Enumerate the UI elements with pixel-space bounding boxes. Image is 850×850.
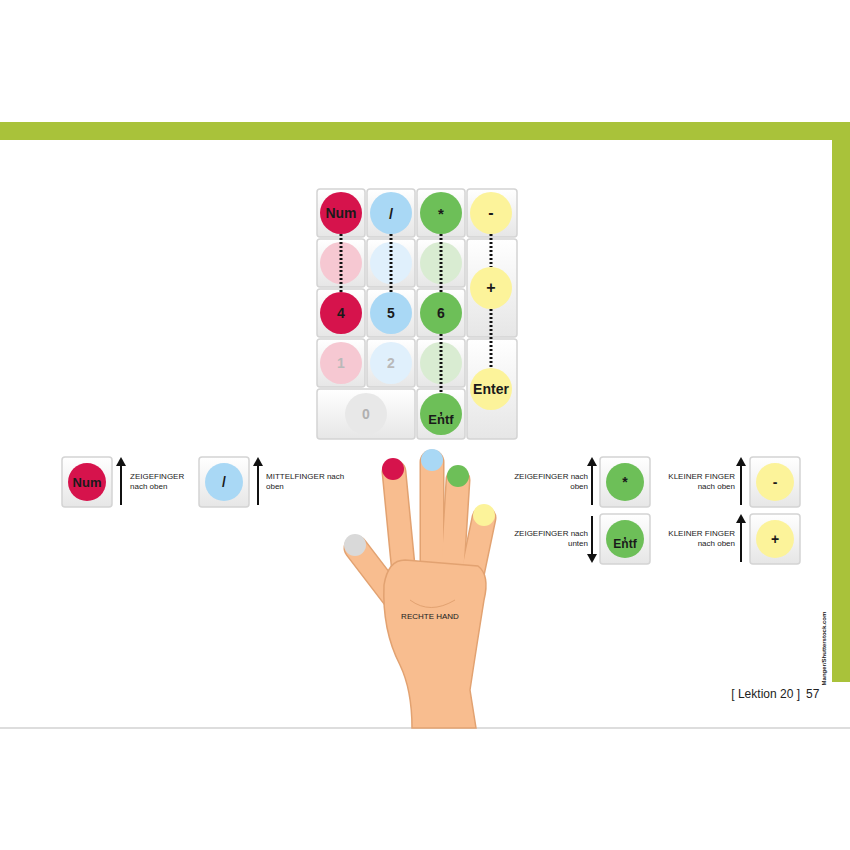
keypad-grid	[317, 189, 517, 439]
finger-caption: RECHTE HAND	[395, 612, 465, 622]
key-label: Enter	[473, 382, 509, 396]
finger-caption: ZEIGEFINGER nach unten	[510, 529, 588, 548]
top-bar	[0, 122, 850, 140]
dotted-connector	[390, 234, 393, 292]
key-circle: *	[606, 463, 644, 501]
key-label: 1	[337, 356, 345, 370]
right-hand	[344, 449, 495, 728]
key-label: -	[488, 205, 493, 221]
dotted-connector	[440, 334, 443, 393]
dotted-connector	[340, 234, 343, 292]
key-label: +	[486, 280, 495, 296]
key-circle: 5	[370, 292, 412, 334]
key-circle: -	[756, 463, 794, 501]
finger-caption: KLEINER FINGER nach oben	[660, 472, 735, 491]
key-label: Entf	[428, 413, 453, 426]
key-label: *	[438, 206, 444, 221]
key-circle: ,Entf	[420, 393, 462, 435]
key-label: Num	[325, 206, 356, 220]
key-circle: Enter	[470, 368, 512, 410]
dotted-connector	[490, 309, 493, 368]
key-circle: Num	[320, 192, 362, 234]
key-circle: 2	[370, 342, 412, 384]
page-footer: 57	[806, 687, 834, 701]
key-label: 4	[337, 306, 345, 320]
finger-caption: ZEIGEFINGER nach oben	[130, 472, 200, 491]
key-label: Entf	[613, 538, 636, 550]
key-circle: /	[205, 463, 243, 501]
key-label: -	[773, 475, 778, 489]
key-circle: +	[470, 267, 512, 309]
key-circle: /	[370, 192, 412, 234]
key-label: /	[389, 206, 393, 221]
finger-caption: ZEIGEFINGER nach oben	[510, 472, 588, 491]
key-label: +	[771, 532, 779, 546]
dotted-connector	[490, 234, 493, 267]
finger-caption: KLEINER FINGER nach oben	[660, 529, 735, 548]
key-label: *	[622, 475, 627, 489]
key-circle: -	[470, 192, 512, 234]
key-label: 0	[362, 407, 370, 421]
key-circle: 6	[420, 292, 462, 334]
key-label: 5	[387, 306, 395, 320]
finger-caption: MITTELFINGER nach oben	[266, 472, 346, 491]
key-label: /	[222, 475, 226, 489]
watermark: Manger/Shutterstock.com	[821, 594, 828, 704]
key-circle: +	[756, 520, 794, 558]
key-circle: ,Entf	[606, 520, 644, 558]
key-label: 6	[437, 306, 445, 320]
key-label: 2	[387, 356, 395, 370]
dotted-connector	[440, 234, 443, 292]
key-circle: 4	[320, 292, 362, 334]
key-circle: *	[420, 192, 462, 234]
key-label: Num	[73, 476, 102, 489]
side-bar	[832, 122, 850, 682]
key-circle: 0	[345, 393, 387, 435]
page-footer: [ Lektion 20 ]	[728, 687, 800, 701]
key-circle: 1	[320, 342, 362, 384]
key-circle: Num	[68, 463, 106, 501]
